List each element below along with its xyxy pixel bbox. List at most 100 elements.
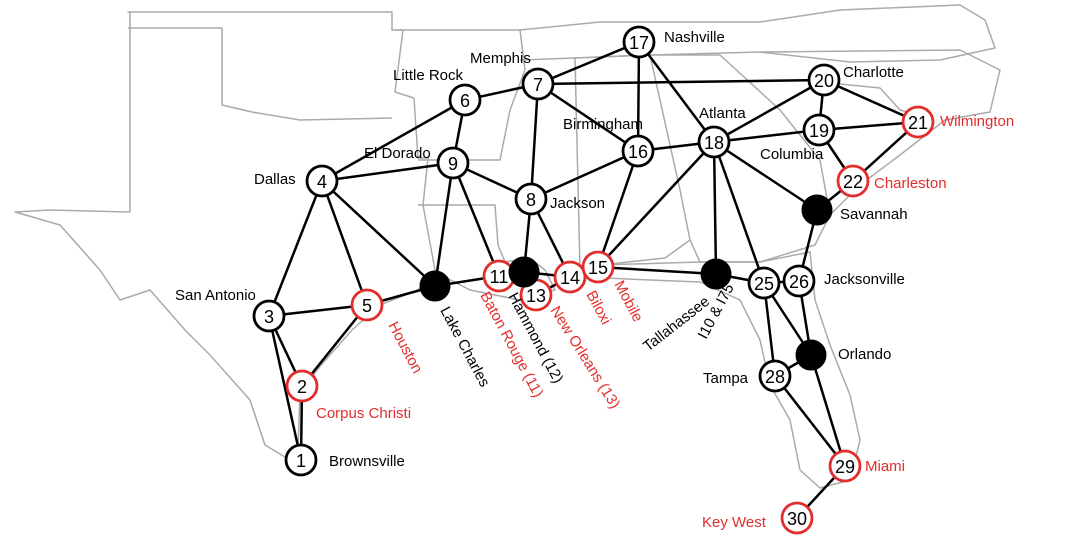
city-label-n14: Biloxi: [582, 288, 614, 328]
edge-n7-n8: [529, 83, 540, 200]
node-n19: 19: [802, 113, 836, 147]
node-number-n14: 14: [560, 268, 580, 288]
city-label-n9: El Dorado: [364, 145, 431, 162]
node-circle-n30: [780, 501, 814, 535]
node-n17: 17: [622, 25, 656, 59]
node-circle-n5: [350, 288, 384, 322]
node-circle-n7: [521, 67, 555, 101]
node-n9: 9: [436, 146, 470, 180]
edge-n15-n16: [596, 150, 640, 268]
city-label-fORL: Orlando: [838, 346, 891, 363]
city-label-n21: Wilmington: [940, 113, 1014, 130]
edge-n4-fLC: [321, 180, 436, 287]
node-circle-n8: [514, 182, 548, 216]
texas-oklahoma-outline: [14, 11, 436, 461]
node-circle-n6: [448, 83, 482, 117]
node-number-n16: 16: [628, 142, 648, 162]
node-circle-n25: [747, 266, 781, 300]
edge-n15-n18: [597, 141, 715, 268]
node-n18: 18: [697, 125, 731, 159]
node-circle-n14: [553, 260, 587, 294]
city-label-n19: Columbia: [760, 146, 824, 163]
node-n8: 8: [514, 182, 548, 216]
city-label-n16: Birmingham: [563, 116, 643, 133]
edge-n19-n21: [818, 120, 919, 132]
node-fTAL: [700, 258, 732, 290]
edge-n3-n5: [268, 303, 368, 318]
node-n29: 29: [828, 449, 862, 483]
city-label-n6: Little Rock: [393, 67, 464, 84]
edge-n7-n20: [537, 78, 825, 86]
node-n28: 28: [758, 359, 792, 393]
node-fSAV: [801, 194, 833, 226]
node-circle-n20: [807, 63, 841, 97]
edge-n18-fSAV: [713, 140, 818, 212]
edge-n16-n17: [636, 41, 641, 152]
edge-n7-n16: [537, 82, 639, 153]
node-circle-n28: [758, 359, 792, 393]
node-number-n26: 26: [789, 272, 809, 292]
city-label-n17: Nashville: [664, 29, 725, 46]
node-n3: 3: [252, 299, 286, 333]
city-label-n3: San Antonio: [175, 287, 256, 304]
city-label-n5: Houston: [384, 319, 425, 376]
node-number-n19: 19: [809, 121, 829, 141]
oklahoma-panhandle: [128, 27, 393, 121]
node-circle-n22: [836, 164, 870, 198]
node-n22: 22: [836, 164, 870, 198]
node-number-n11: 11: [490, 267, 509, 287]
node-circle-fHAM: [508, 256, 540, 288]
node-fHAM: [508, 256, 540, 288]
node-number-n22: 22: [843, 172, 863, 192]
node-n1: 1: [284, 443, 318, 477]
edge-n18-n25: [712, 141, 766, 284]
city-label-fSAV: Savannah: [840, 206, 908, 223]
node-number-n6: 6: [460, 91, 470, 111]
city-label-n18: Atlanta: [699, 105, 746, 122]
edge-n20-n21: [823, 78, 919, 124]
node-n5: 5: [350, 288, 384, 322]
edge-n15-fTAL: [597, 265, 717, 276]
node-number-n3: 3: [264, 307, 274, 327]
edge-n28-n29: [774, 375, 846, 467]
node-number-n17: 17: [629, 33, 649, 53]
node-number-n5: 5: [362, 296, 372, 316]
edge-n2-n5: [301, 304, 368, 387]
node-circle-n21: [901, 105, 935, 139]
node-number-n20: 20: [814, 71, 834, 91]
edge-n7-n17: [537, 40, 640, 86]
node-n15: 15: [581, 250, 615, 284]
node-number-n29: 29: [835, 457, 855, 477]
node-number-n30: 30: [787, 509, 807, 529]
edge-n1-n3: [267, 315, 303, 461]
node-circle-fLC: [419, 270, 451, 302]
city-label-n4: Dallas: [254, 171, 296, 188]
city-label-n7: Memphis: [470, 50, 531, 67]
node-circle-fTAL: [700, 258, 732, 290]
node-number-n13: 13: [526, 286, 546, 306]
city-label-fLC: Lake Charles: [436, 304, 493, 390]
edge-fORL-n29: [809, 354, 847, 467]
node-n26: 26: [782, 264, 816, 298]
node-number-n7: 7: [533, 75, 543, 95]
node-n6: 6: [448, 83, 482, 117]
node-circle-n15: [581, 250, 615, 284]
florida-outline: [599, 251, 861, 489]
node-circle-fSAV: [801, 194, 833, 226]
city-label-n8: Jackson: [550, 195, 605, 212]
city-label-n22: Charleston: [874, 175, 947, 192]
node-n4: 4: [305, 164, 339, 198]
node-fLC: [419, 270, 451, 302]
edge-n18-n19: [713, 128, 820, 144]
edge-n4-n5: [320, 180, 369, 306]
node-number-n4: 4: [317, 172, 327, 192]
node-fORL: [795, 339, 827, 371]
node-n16: 16: [621, 134, 655, 168]
city-label-n15: Mobile: [610, 278, 646, 325]
city-label-n20: Charlotte: [843, 64, 904, 81]
city-label-n2: Corpus Christi: [316, 405, 411, 422]
node-n21: 21: [901, 105, 935, 139]
tennessee-kentucky-outline: [519, 4, 996, 63]
